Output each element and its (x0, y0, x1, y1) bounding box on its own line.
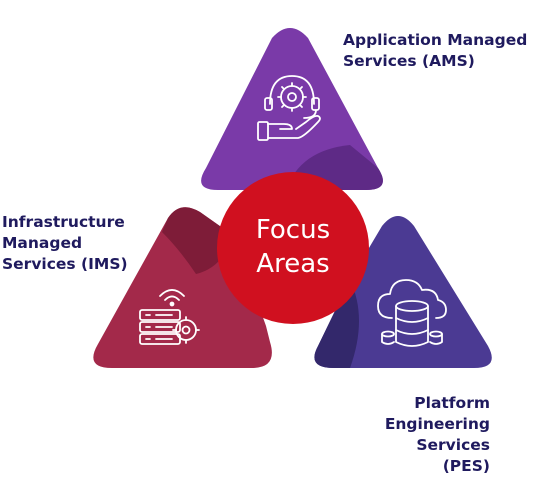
center-title: Focus Areas (217, 192, 369, 302)
ams-label-line-1: Application Managed (343, 31, 528, 49)
ims-label-line-1: Infrastructure (2, 213, 125, 231)
center-circle (217, 172, 369, 324)
ims-label-line-3: Services (IMS) (2, 255, 128, 273)
pes-label-line-1: Platform (414, 394, 490, 412)
pes-label-line-4: (PES) (442, 457, 490, 475)
center-title-line-2: Areas (256, 249, 330, 279)
cloud-database-icon (377, 279, 447, 347)
center-title-line-1: Focus (255, 215, 331, 245)
pes-triangle-shape (314, 216, 492, 368)
pes-triangle (314, 216, 492, 368)
pes-label: Platform Engineering Services (PES) (385, 393, 490, 477)
pes-label-line-3: Services (416, 436, 490, 454)
ims-triangle-fold (162, 207, 234, 274)
ims-label-line-2: Managed (2, 234, 83, 252)
pes-label-line-2: Engineering (384, 415, 490, 433)
ims-label: Infrastructure Managed Services (IMS) (2, 212, 128, 275)
wifi-server-gear-icon (139, 289, 200, 345)
ams-label-line-2: Services (AMS) (343, 52, 475, 70)
ams-label: Application Managed Services (AMS) (343, 30, 527, 72)
gear-headset-hand-icon (257, 75, 321, 141)
pes-triangle-fold (314, 280, 359, 368)
